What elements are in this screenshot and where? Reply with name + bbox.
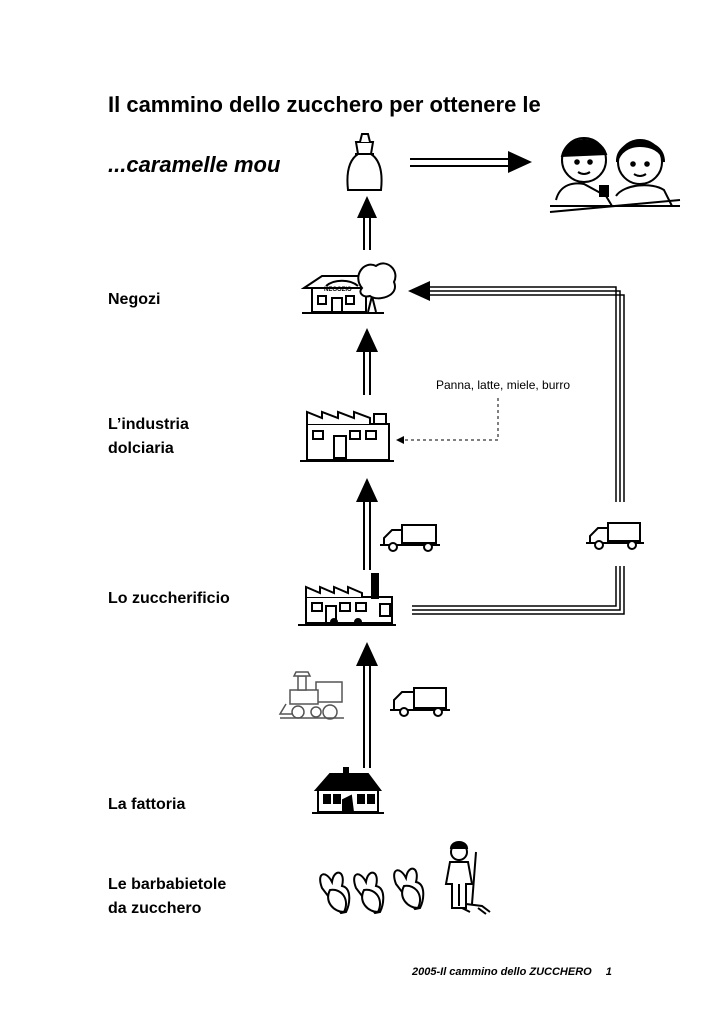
page-footer: 2005-Il cammino dello ZUCCHERO 1: [412, 966, 612, 978]
truck-icon: [390, 687, 450, 717]
truck-icon: [586, 522, 644, 550]
sugar-refinery-icon: [298, 573, 396, 626]
ingredients-note: Panna, latte, miele, burro: [436, 378, 571, 392]
sugar-bag-icon: [346, 133, 383, 191]
arrow-to-shop: [356, 328, 378, 395]
sugar-beet-icon: [393, 867, 425, 911]
loop-arrowhead: [408, 281, 430, 301]
shop-sign-text: NEGOZIO: [324, 287, 352, 293]
page-number: 1: [605, 966, 612, 978]
farmer-icon: [444, 841, 491, 915]
arrow-bag-up: [357, 196, 377, 250]
truck-icon: [380, 524, 440, 552]
loop-refinery-to-shop: [412, 286, 625, 615]
stage-label-zuccherificio: Lo zuccherificio: [108, 590, 230, 607]
arrow-to-children: [410, 151, 532, 173]
children-eating-icon: [549, 137, 681, 213]
dashed-arrowhead: [396, 436, 404, 444]
page-title: Il cammino dello zucchero per ottenere l…: [108, 92, 541, 117]
shop-icon: NEGOZIO: [300, 262, 397, 314]
footer-text: 2005-Il cammino dello ZUCCHERO: [412, 966, 592, 978]
train-icon: [278, 671, 344, 720]
farmhouse-icon: [312, 767, 384, 814]
ingredients-dashed-arrow: [402, 398, 499, 441]
arrow-to-industry: [356, 478, 378, 570]
arrow-to-refinery: [356, 642, 378, 768]
stage-label-fattoria: La fattoria: [108, 796, 186, 813]
sugar-beet-icon: [319, 871, 351, 915]
stage-label-negozi: Negozi: [108, 291, 161, 308]
sugar-beet-icon: [353, 871, 385, 915]
page-subtitle: ...caramelle mou: [108, 152, 281, 177]
factory-icon: [300, 410, 394, 462]
